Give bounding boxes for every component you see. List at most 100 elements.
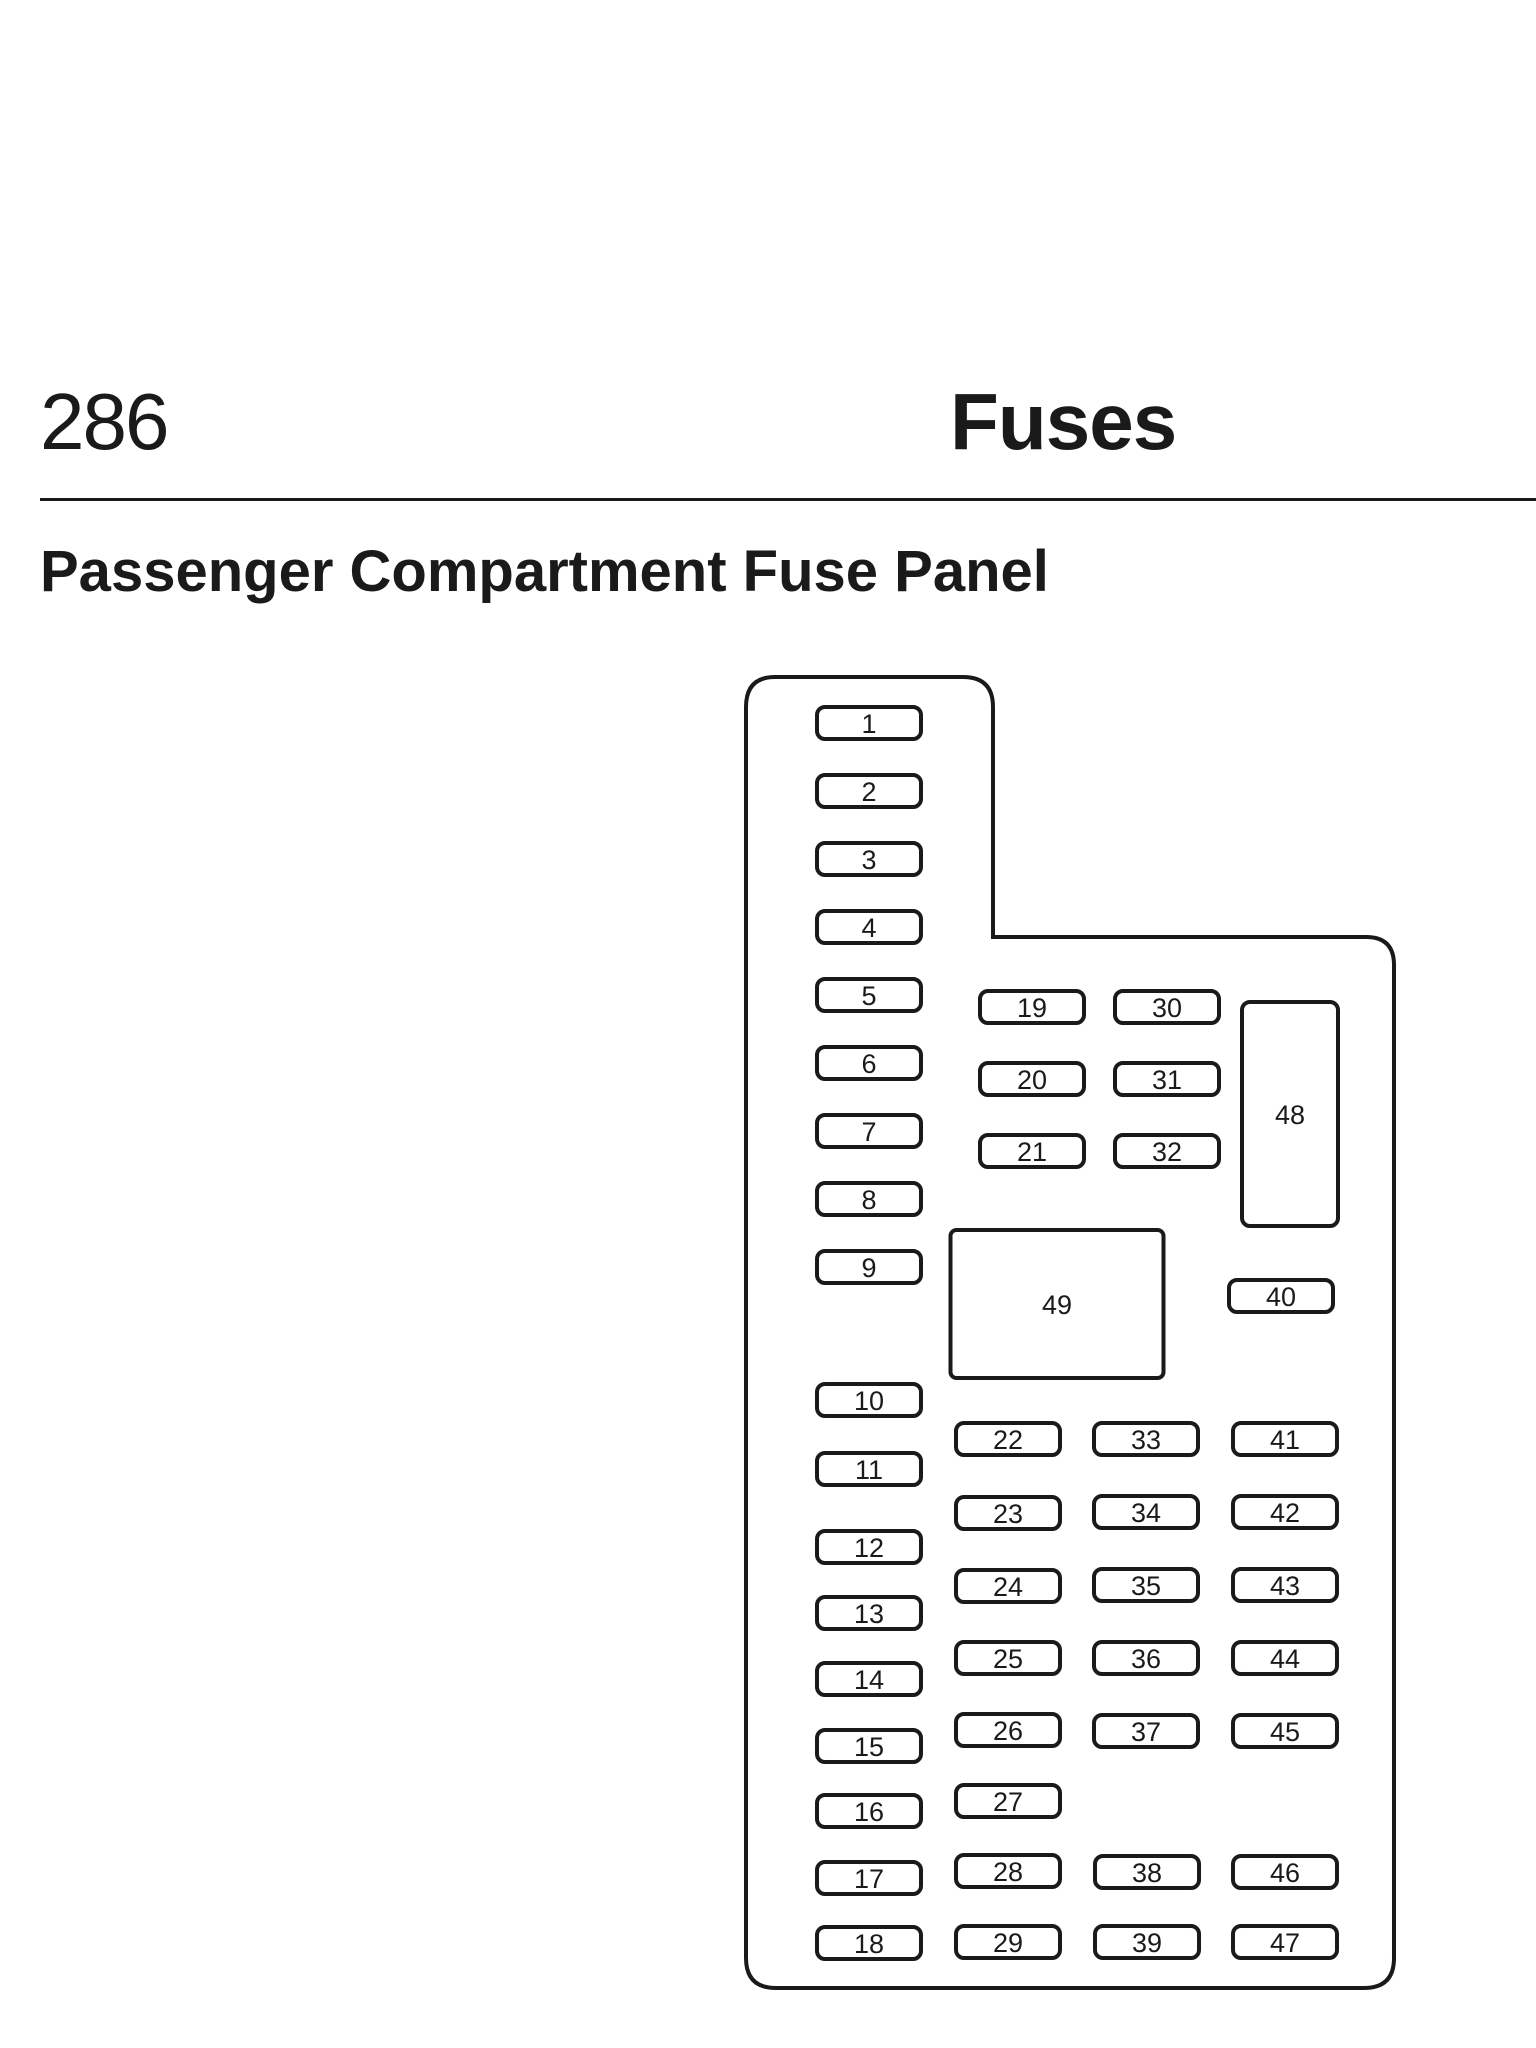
fuse-slot	[978, 1061, 1086, 1097]
fuse-slot	[1227, 1278, 1335, 1314]
fuse-slot	[815, 1595, 923, 1631]
fuse-slot	[815, 1181, 923, 1217]
fuse-slot	[1092, 1640, 1200, 1676]
fuse-slot	[954, 1495, 1062, 1531]
fuse-43: 43	[1231, 1567, 1339, 1603]
fuse-slot	[1231, 1854, 1339, 1890]
fuse-slot	[1093, 1854, 1201, 1890]
fuse-label: 35	[1131, 1571, 1161, 1601]
fuse-label: 22	[993, 1425, 1023, 1455]
fuse-44: 44	[1231, 1640, 1339, 1676]
fuse-21: 21	[978, 1133, 1086, 1169]
fuse-4: 4	[815, 909, 923, 945]
fuse-label: 7	[861, 1117, 876, 1147]
fuse-slot	[954, 1421, 1062, 1457]
fuse-slot	[815, 841, 923, 877]
fuse-slot	[815, 1925, 923, 1961]
fuse-slot	[815, 1113, 923, 1149]
fuse-label: 9	[861, 1253, 876, 1283]
fuse-slot	[815, 1451, 923, 1487]
fuse-14: 14	[815, 1661, 923, 1697]
fuse-label: 21	[1017, 1137, 1047, 1167]
fuse-2: 2	[815, 773, 923, 809]
fuse-40: 40	[1227, 1278, 1335, 1314]
fuse-label: 32	[1152, 1137, 1182, 1167]
fuse-15: 15	[815, 1728, 923, 1764]
fuse-label: 6	[861, 1049, 876, 1079]
fuse-49: 49	[948, 1228, 1166, 1380]
fuse-slot	[815, 1793, 923, 1829]
fuse-26: 26	[954, 1712, 1062, 1748]
fuse-label: 16	[854, 1797, 884, 1827]
fuse-label: 28	[993, 1857, 1023, 1887]
fuse-slot	[954, 1783, 1062, 1819]
fuse-label: 11	[855, 1455, 883, 1485]
fuse-46: 46	[1231, 1854, 1339, 1890]
fuse-label: 3	[861, 845, 876, 875]
fuse-label: 30	[1152, 993, 1182, 1023]
fuse-20: 20	[978, 1061, 1086, 1097]
fuse-label: 36	[1131, 1644, 1161, 1674]
fuse-slot	[954, 1853, 1062, 1889]
fuse-label: 39	[1132, 1928, 1162, 1958]
fuse-9: 9	[815, 1249, 923, 1285]
fuse-label: 34	[1131, 1498, 1161, 1528]
fuse-slot	[978, 989, 1086, 1025]
fuse-label: 14	[854, 1665, 884, 1695]
fuse-slot	[1231, 1567, 1339, 1603]
fuse-34: 34	[1092, 1494, 1200, 1530]
fuse-slot	[815, 1045, 923, 1081]
fuse-19: 19	[978, 989, 1086, 1025]
fuse-slot	[1113, 989, 1221, 1025]
fuse-label: 40	[1266, 1282, 1296, 1312]
fuse-31: 31	[1113, 1061, 1221, 1097]
fuse-24: 24	[954, 1568, 1062, 1604]
fuse-slot	[1231, 1713, 1339, 1749]
section-title: Passenger Compartment Fuse Panel	[40, 539, 1049, 604]
fuse-slot	[954, 1568, 1062, 1604]
fuse-18: 18	[815, 1925, 923, 1961]
fuse-22: 22	[954, 1421, 1062, 1457]
fuse-slot	[1231, 1640, 1339, 1676]
fuse-label: 38	[1132, 1858, 1162, 1888]
fuse-slot	[815, 977, 923, 1013]
fuse-slot	[954, 1640, 1062, 1676]
fuse-label: 43	[1270, 1571, 1300, 1601]
fuse-11: 11	[815, 1451, 923, 1487]
fuse-slot	[954, 1712, 1062, 1748]
fuse-5: 5	[815, 977, 923, 1013]
fuse-label: 23	[993, 1499, 1023, 1529]
fuse-label: 1	[861, 709, 876, 739]
fuse-slot	[815, 1728, 923, 1764]
fuse-27: 27	[954, 1783, 1062, 1819]
fuse-slot	[815, 1529, 923, 1565]
fuse-16: 16	[815, 1793, 923, 1829]
fuse-45: 45	[1231, 1713, 1339, 1749]
fuse-label: 45	[1270, 1717, 1300, 1747]
chapter-title: Fuses	[950, 377, 1177, 466]
fuse-10: 10	[815, 1382, 923, 1418]
fuse-label: 49	[1042, 1290, 1072, 1320]
fuse-slot	[815, 1860, 923, 1896]
fuse-slot	[815, 1382, 923, 1418]
fuse-33: 33	[1092, 1421, 1200, 1457]
fuse-slot	[1113, 1061, 1221, 1097]
fuse-label: 31	[1152, 1065, 1182, 1095]
fuse-47: 47	[1231, 1924, 1339, 1960]
fuse-label: 12	[854, 1533, 884, 1563]
fuse-slot	[1240, 1000, 1340, 1228]
fuse-label: 5	[861, 981, 876, 1011]
fuse-29: 29	[954, 1924, 1062, 1960]
fuse-label: 25	[993, 1644, 1023, 1674]
fuse-28: 28	[954, 1853, 1062, 1889]
fuse-23: 23	[954, 1495, 1062, 1531]
fuse-37: 37	[1092, 1713, 1200, 1749]
fuse-36: 36	[1092, 1640, 1200, 1676]
fuse-slot	[815, 705, 923, 741]
fuse-25: 25	[954, 1640, 1062, 1676]
fuse-label: 20	[1017, 1065, 1047, 1095]
fuse-label: 10	[854, 1386, 884, 1416]
fuse-layer: 1234567891011121314151617181920212223242…	[815, 705, 1340, 1961]
page-number: 286	[40, 377, 169, 466]
fuse-label: 19	[1017, 993, 1047, 1023]
